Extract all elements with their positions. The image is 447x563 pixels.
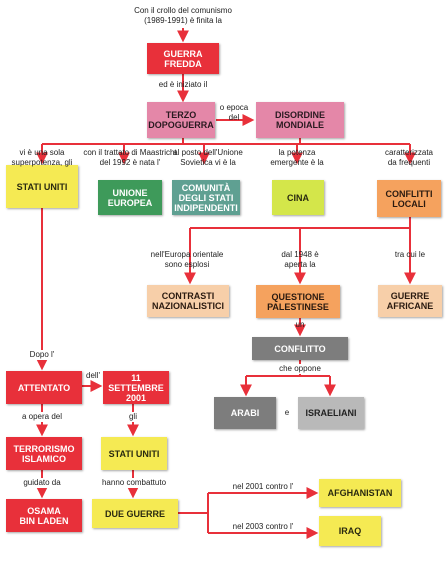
- label-europa: nell'Europa orientale sono esplosi: [150, 250, 224, 269]
- label-combattuto: hanno combattuto: [94, 478, 174, 488]
- label-crollo: Con il crollo del comunismo (1989-1991) …: [134, 6, 232, 25]
- label-epoca: o epoca del: [219, 103, 249, 122]
- arabi-box: ARABI: [214, 397, 276, 429]
- guerre-africane-box: GUERRE AFRICANE: [378, 285, 442, 317]
- label-oppone: che oppone: [258, 364, 342, 374]
- unione-europea-box: UNIONE EUROPEA: [98, 180, 162, 215]
- label-dopo: Dopo l': [10, 350, 74, 360]
- label-dell: dell': [86, 371, 100, 380]
- label-tracui: tra cui le: [394, 250, 426, 259]
- guerra-fredda-box: GUERRA FREDDA: [147, 43, 219, 74]
- conflitti-locali-box: CONFLITTI LOCALI: [377, 180, 441, 217]
- label-posto: al posto dell'Unione Sovietica vi è la: [173, 148, 243, 167]
- iraq-box: IRAQ: [319, 516, 381, 546]
- label-un: un: [295, 320, 305, 329]
- label-nel2001: nel 2001 contro l': [232, 482, 294, 491]
- label-gli: gli: [120, 412, 146, 422]
- label-dal1948: dal 1948 è aperta la: [281, 250, 319, 269]
- attentato-box: ATTENTATO: [6, 371, 82, 404]
- terrorismo-box: TERRORISMO ISLAMICO: [6, 437, 82, 470]
- label-sola: vi è una sola superpotenza, gli: [11, 148, 73, 167]
- disordine-mondiale-box: DISORDINE MONDIALE: [256, 102, 344, 138]
- israeliani-box: ISRAELIANI: [298, 397, 364, 429]
- label-maastricht: con il trattato di Maastricht del 1992 è…: [83, 148, 177, 167]
- due-guerre-box: DUE GUERRE: [92, 499, 178, 528]
- label-potenza: la potenza emergente è la: [270, 148, 324, 167]
- label-nel2003: nel 2003 contro l': [232, 522, 294, 531]
- conflitto-box: CONFLITTO: [252, 337, 348, 360]
- label-operadel: a opera del: [4, 412, 80, 422]
- label-caratterizzata: caratterizzata da frequenti: [384, 148, 434, 167]
- stati-uniti-box: STATI UNITI: [6, 165, 78, 208]
- contrasti-nazionalistici-box: CONTRASTI NAZIONALISTICI: [147, 285, 229, 317]
- label-guidato: guidato da: [4, 478, 80, 488]
- stati-uniti-2-box: STATI UNITI: [101, 437, 167, 470]
- osama-box: OSAMA BIN LADEN: [6, 499, 82, 532]
- settembre-box: 11 SETTEMBRE 2001: [103, 371, 169, 404]
- questione-palestinese-box: QUESTIONE PALESTINESE: [256, 285, 340, 318]
- comunita-stati-box: COMUNITÀ DEGLI STATI INDIPENDENTI: [172, 180, 240, 215]
- terzo-dopoguerra-box: TERZO DOPOGUERRA: [147, 102, 215, 138]
- afghanistan-box: AFGHANISTAN: [319, 479, 401, 507]
- cina-box: CINA: [272, 180, 324, 215]
- label-iniziato: ed è iniziato il: [158, 80, 208, 89]
- label-e: e: [284, 408, 290, 417]
